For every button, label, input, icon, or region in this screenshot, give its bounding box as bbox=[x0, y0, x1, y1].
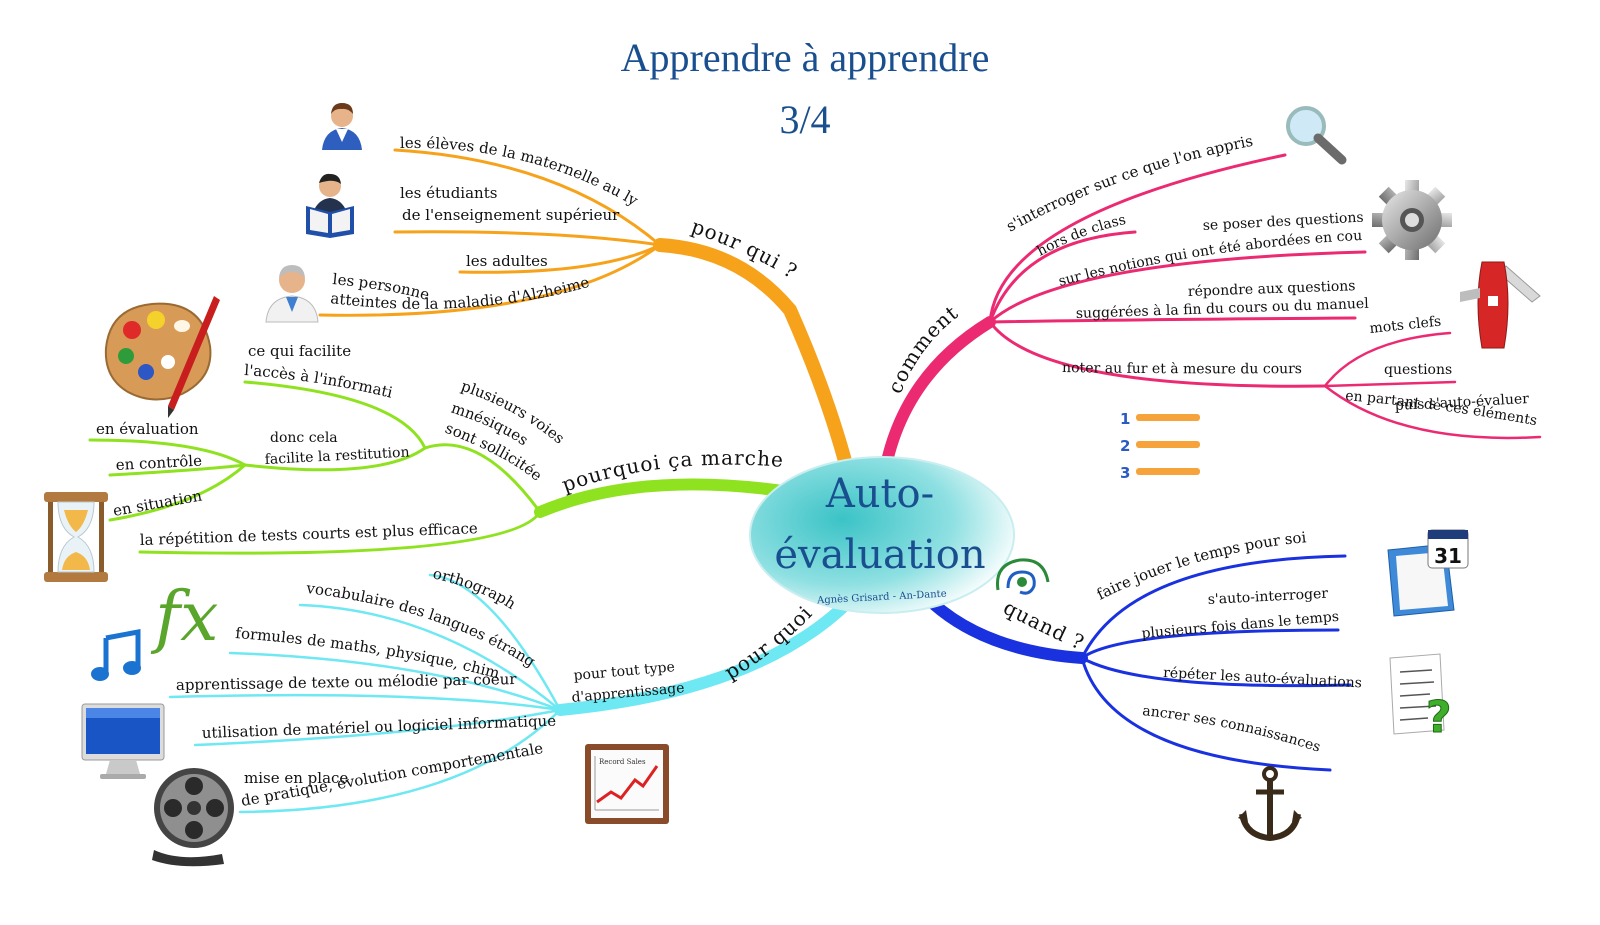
film-reel-icon bbox=[152, 768, 234, 867]
anchor-icon bbox=[1238, 766, 1302, 842]
branch-lines-comment bbox=[876, 153, 1542, 496]
svg-text:2: 2 bbox=[1120, 437, 1130, 455]
node-ce-qui-facilite: ce qui facilite bbox=[248, 342, 351, 360]
formula-question-icon: ? bbox=[1389, 653, 1452, 744]
center-line1: Auto- bbox=[825, 471, 934, 517]
calendar-icon: 31 bbox=[1387, 529, 1469, 617]
node-puis-auto-evaluer: puis s'auto-évaluer bbox=[1394, 391, 1529, 414]
node-questions: questions bbox=[1384, 362, 1452, 378]
node-mots-clefs: mots clefs bbox=[1369, 314, 1442, 337]
node-materiel-logiciel: utilisation de matériel ou logiciel info… bbox=[202, 712, 557, 742]
node-en-evaluation: en évaluation bbox=[96, 420, 199, 438]
chart-board-icon: Record Sales bbox=[585, 744, 669, 824]
svg-text:31: 31 bbox=[1434, 544, 1462, 568]
node-enseignement-superieur: de l'enseignement supérieur bbox=[402, 206, 620, 224]
node-etudiants: les étudiants bbox=[400, 184, 497, 202]
node-plusieurs-fois: plusieurs fois dans le temps bbox=[1141, 609, 1340, 642]
page-subtitle: 3/4 bbox=[779, 97, 831, 142]
node-donc-cela: donc cela bbox=[270, 430, 338, 446]
node-pour-tout-type: pour tout type bbox=[573, 659, 675, 684]
person-icon bbox=[322, 103, 362, 150]
node-repondre-questions: répondre aux questions bbox=[1188, 278, 1356, 300]
logo-icon bbox=[995, 558, 1050, 595]
node-en-controle: en contrôle bbox=[115, 451, 202, 473]
center-line2: évaluation bbox=[774, 532, 985, 578]
branch-lines-pourquoi-marche bbox=[88, 380, 796, 555]
node-en-situation: en situation bbox=[112, 487, 204, 520]
node-apprentissage-texte: apprentissage de texte ou mélodie par co… bbox=[176, 670, 518, 694]
svg-text:Record Sales: Record Sales bbox=[599, 758, 646, 766]
node-adultes: les adultes bbox=[466, 252, 548, 270]
node-personnes: les personnes bbox=[0, 0, 432, 304]
music-note-icon bbox=[91, 628, 141, 681]
node-auto-interroger: s'auto-interroger bbox=[1207, 586, 1328, 608]
svg-text:3: 3 bbox=[1120, 464, 1130, 482]
node-facilite-restitution: facilite la restitution bbox=[264, 444, 410, 468]
gear-icon bbox=[1372, 180, 1452, 260]
svg-text:fx: fx bbox=[150, 578, 219, 657]
branch-lines-pour-quoi bbox=[168, 573, 866, 814]
numbered-list-icon: 1 2 3 bbox=[1120, 410, 1200, 482]
hourglass-icon bbox=[44, 492, 108, 582]
monitor-icon bbox=[81, 703, 165, 779]
magnifier-icon bbox=[1286, 106, 1347, 165]
elderly-person-icon bbox=[265, 265, 319, 323]
node-ancrer-connaissances: ancrer ses connaissances bbox=[1142, 703, 1323, 756]
center-node[interactable]: Auto- évaluation Agnès Grisard - An-Dant… bbox=[749, 456, 1015, 614]
page-title: Apprendre à apprendre bbox=[620, 35, 990, 80]
swiss-knife-icon bbox=[1460, 261, 1541, 349]
node-repeter-auto-evaluations: répéter les auto-évaluations bbox=[1163, 665, 1363, 691]
svg-text:?: ? bbox=[1426, 692, 1452, 743]
function-fx-icon: fx bbox=[150, 578, 219, 657]
node-mise-en-place: mise en place bbox=[244, 769, 348, 787]
svg-text:1: 1 bbox=[1120, 410, 1130, 428]
branch-lines-pour-qui bbox=[318, 148, 857, 487]
reading-student-icon bbox=[306, 173, 354, 238]
palette-icon bbox=[104, 296, 220, 418]
node-noter-au-fur: noter au fur et à mesure du cours bbox=[1062, 360, 1302, 377]
